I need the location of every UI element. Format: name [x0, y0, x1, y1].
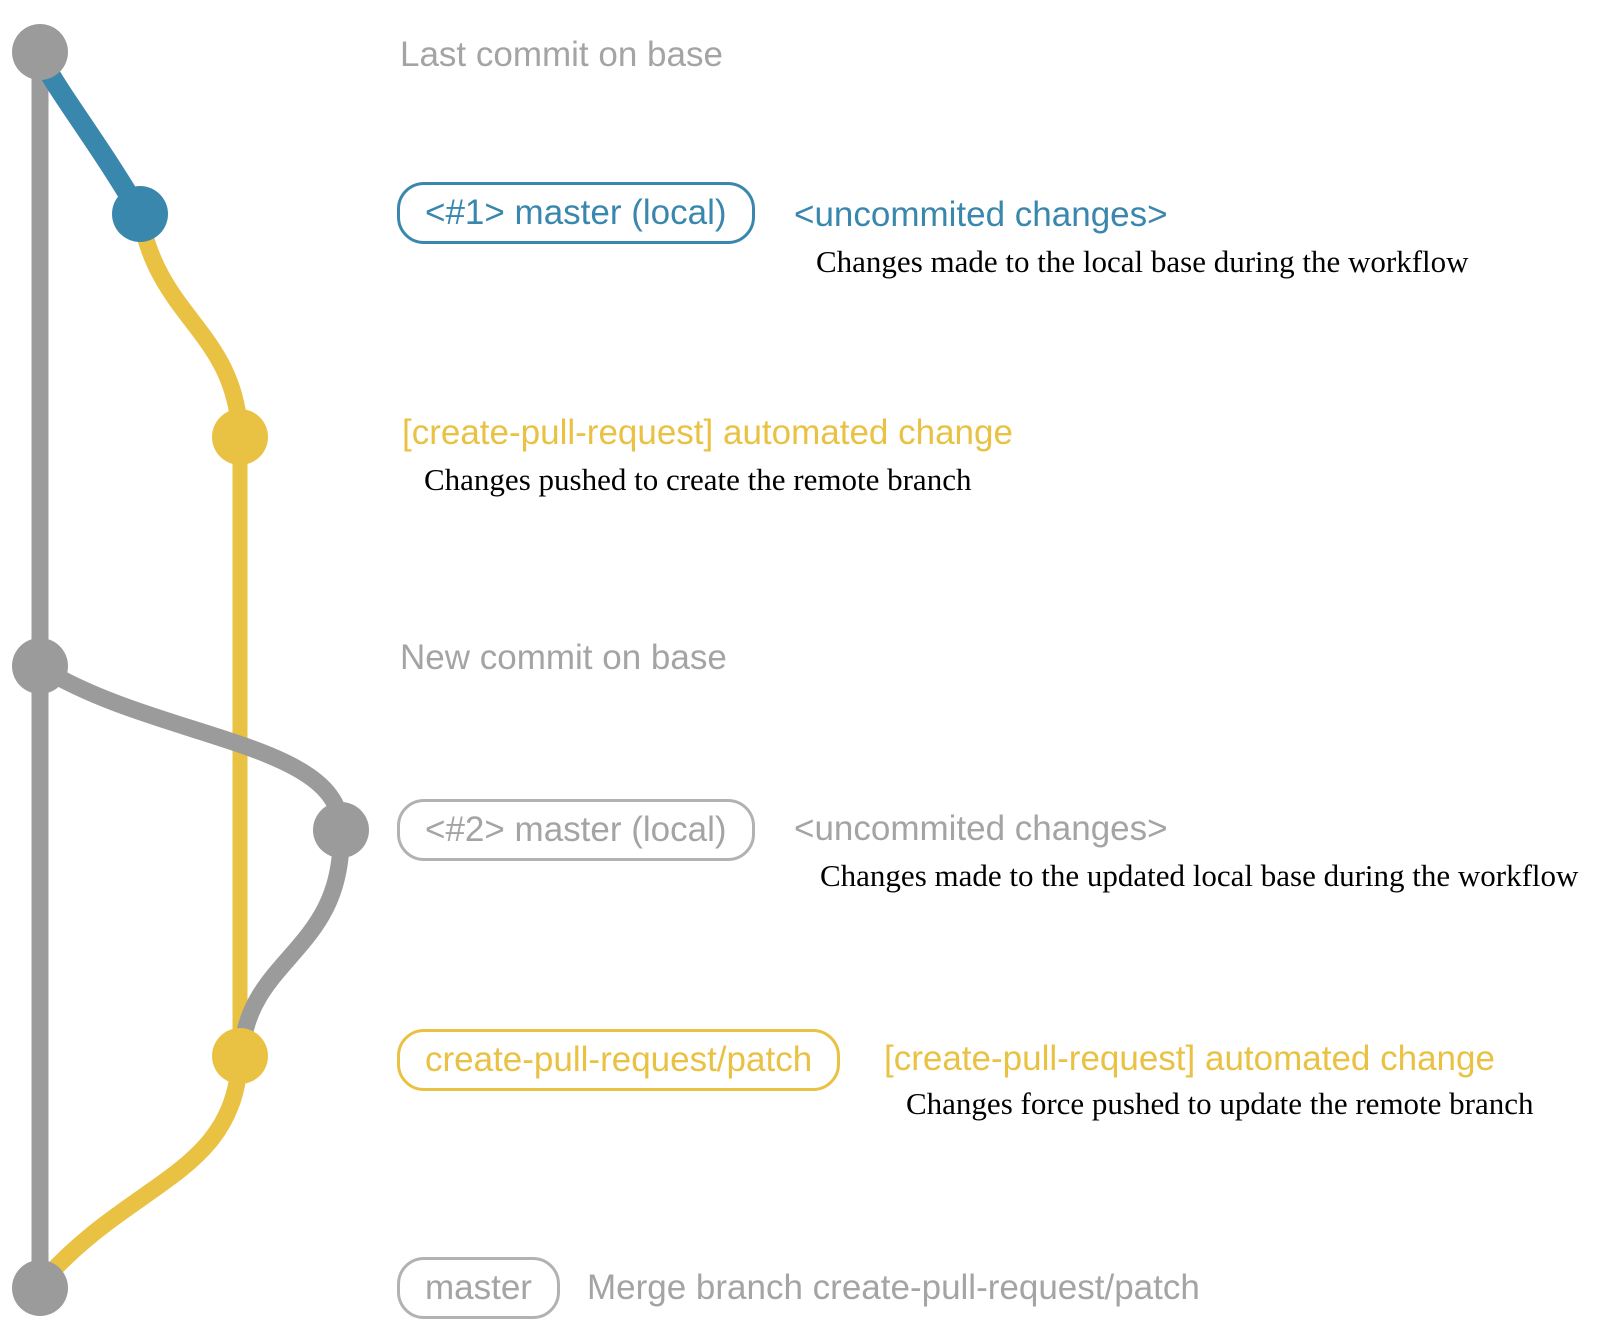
description-force-push: Changes force pushed to update the remot…	[906, 1085, 1534, 1121]
automated-change-note-1: [create-pull-request] automated change	[402, 412, 1013, 452]
description-push-remote: Changes pushed to create the remote bran…	[424, 461, 972, 497]
description-local-changes-1: Changes made to the local base during th…	[816, 243, 1469, 279]
master-local-1-badge: <#1> master (local)	[397, 182, 755, 244]
uncommitted-changes-note-1: <uncommited changes>	[794, 194, 1168, 234]
automated-change-note-2: [create-pull-request] automated change	[884, 1038, 1495, 1078]
master-local-2-badge: <#2> master (local)	[397, 799, 755, 861]
cpr-merge-edge	[35, 1047, 249, 1289]
description-local-changes-2: Changes made to the updated local base d…	[820, 857, 1579, 893]
commit-cpr-2	[212, 1028, 268, 1084]
commit-master-local-2	[313, 802, 369, 858]
last-commit-label: Last commit on base	[400, 34, 723, 74]
cpr-patch-badge: create-pull-request/patch	[397, 1029, 841, 1091]
master-local-2-edge	[233, 821, 350, 1057]
base-new-commit-edge	[33, 659, 350, 839]
commit-last-base	[12, 24, 68, 80]
merge-branch-note: Merge branch create-pull-request/patch	[587, 1267, 1200, 1307]
commit-merge	[12, 1260, 68, 1316]
commit-master-local-1	[112, 186, 168, 242]
commit-cpr-1	[212, 409, 268, 465]
master-badge: master	[397, 1257, 560, 1319]
uncommitted-changes-note-2: <uncommited changes>	[794, 808, 1168, 848]
commit-base-new	[12, 638, 68, 694]
cpr-branch-edge	[131, 205, 249, 446]
new-commit-label: New commit on base	[400, 637, 727, 677]
